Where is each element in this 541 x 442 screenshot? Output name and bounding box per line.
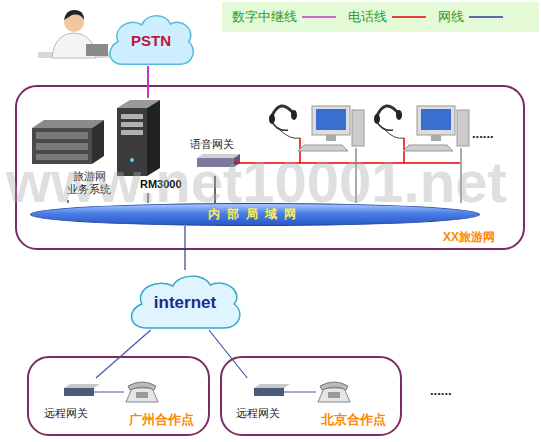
voice-gateway-icon — [197, 154, 240, 167]
remote-gateway-icon — [254, 384, 316, 396]
server-rack-icon — [32, 120, 104, 164]
rm3000-server: RM3000 — [112, 98, 184, 193]
partner-site: 北京合作点 远程网关 — [220, 356, 402, 436]
node-label: 广州合作点 — [129, 413, 194, 428]
legend-item: 电话线 — [348, 8, 426, 26]
legend-line-sample — [392, 14, 426, 20]
node-label: 内部局域网 — [31, 204, 479, 225]
node-label: internet — [125, 270, 245, 330]
internet-cloud: internet — [125, 270, 245, 330]
legend-line-sample — [302, 14, 336, 20]
node-label: 远程网关 — [44, 407, 88, 420]
remote-gateway: 远程网关 — [40, 378, 104, 420]
legend-item: 数字中继线 — [232, 8, 336, 26]
legend-box: 数字中继线 电话线 网线 — [222, 2, 539, 32]
legend-line — [469, 16, 503, 18]
phone-wires — [234, 138, 460, 163]
network-line — [147, 193, 149, 203]
telephone-icon — [126, 382, 158, 402]
node-label: 北京合作点 — [321, 413, 386, 428]
trunk-line — [147, 66, 149, 98]
legend-item: 网线 — [438, 8, 503, 26]
network-line — [214, 176, 216, 203]
tower-server-icon — [117, 100, 160, 176]
node-label: PSTN — [105, 10, 197, 66]
person-illustration — [38, 10, 114, 58]
node-label: RM3000 — [140, 178, 182, 191]
legend-text: 数字中继线 — [232, 8, 297, 26]
pstn-cloud: PSTN — [105, 10, 197, 66]
partner-site: 广州合作点 远程网关 — [27, 356, 210, 436]
node-label: XX旅游网 — [443, 231, 495, 245]
network-line — [67, 200, 69, 203]
legend-text: 网线 — [438, 8, 464, 26]
agent-workstation — [269, 106, 364, 151]
site-boundary: XX旅游网 旅游网 业务系统 RM3000 语音网关内部局域网 — [15, 85, 525, 250]
telephone-icon — [318, 382, 350, 402]
legend-line — [302, 16, 336, 18]
voice-gateway: 语音网关 — [186, 138, 244, 176]
node-label: 远程网关 — [236, 407, 280, 420]
legend-line-sample — [469, 14, 503, 20]
continuation-dots: ...... — [430, 383, 452, 398]
legend-line — [392, 16, 426, 18]
node-label: 语音网关 — [190, 138, 234, 151]
continuation-dots: ...... — [472, 126, 494, 141]
network-line — [209, 330, 247, 378]
network-line — [184, 226, 185, 270]
network-line — [96, 330, 151, 378]
remote-gateway-icon — [64, 384, 124, 396]
remote-gateway: 远程网关 — [232, 378, 296, 420]
pc-network-wires — [356, 148, 461, 203]
agent-workstation — [374, 106, 469, 151]
legend-text: 电话线 — [348, 8, 387, 26]
lan-band: 内部局域网 — [30, 203, 480, 226]
node-label: 旅游网 业务系统 — [66, 170, 112, 195]
business-server: 旅游网 业务系统 — [28, 118, 108, 200]
